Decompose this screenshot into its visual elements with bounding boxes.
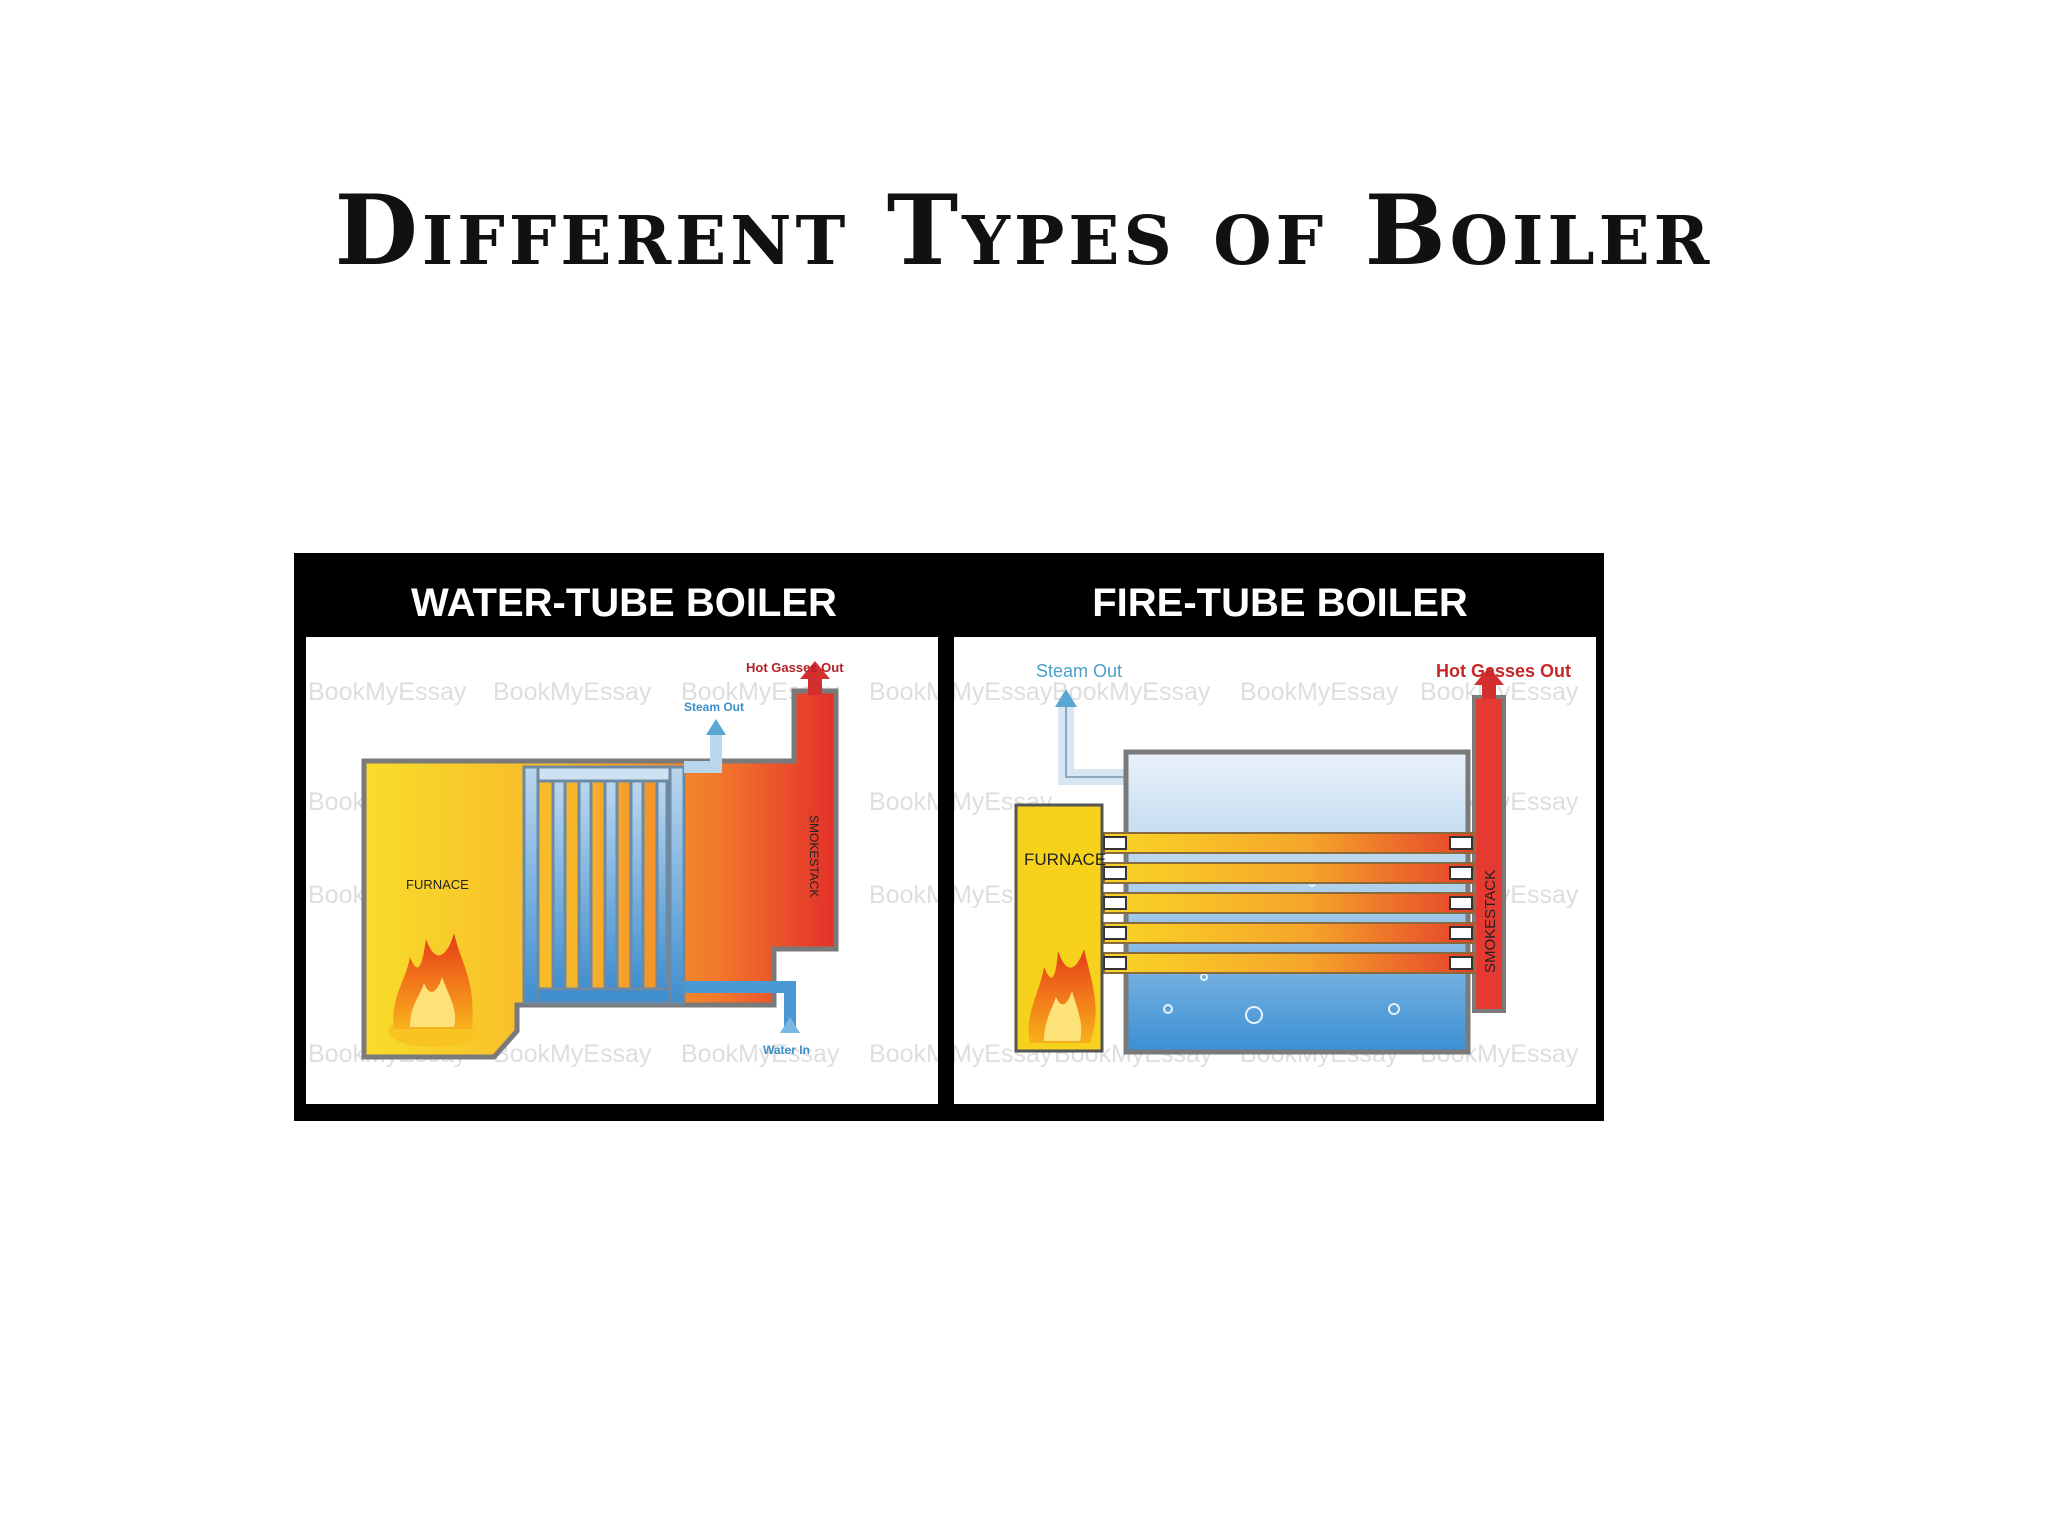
watermark: BookMyEssay	[493, 678, 652, 706]
steam-out-pipe-edge	[1065, 703, 1126, 778]
steam-out-pipe	[1058, 703, 1126, 785]
smokestack	[1472, 695, 1506, 1013]
steam-out-arrow	[706, 719, 726, 735]
smokestack-label: SMOKESTACK	[807, 815, 821, 897]
water-in-arrow	[780, 1017, 800, 1033]
fire-tube	[1103, 892, 1475, 914]
right-header	[668, 765, 686, 1005]
water-tube-boiler-body	[361, 688, 839, 1060]
tube-end-caps	[1103, 836, 1473, 970]
furnace-label: FURNACE	[1024, 850, 1106, 869]
fire-tube	[1103, 832, 1475, 854]
watermark: BookMyEssay	[681, 1040, 840, 1068]
fire-tube	[1103, 862, 1475, 884]
fire-icon	[1028, 949, 1096, 1043]
left-header	[522, 765, 540, 1005]
smokestack-label: SMOKESTACK	[1482, 870, 1499, 973]
fire-icon	[388, 933, 480, 1047]
water-tube	[655, 779, 669, 991]
watermark: BookMyEssay	[869, 788, 938, 816]
fire-tube-diagram: BookMyEssay BookMyEssay BookMyEssay Book…	[954, 661, 1579, 1068]
steam-out-pipe	[684, 733, 722, 773]
fire-tubes	[1103, 832, 1475, 974]
watermark: BookMyEssay	[1240, 678, 1399, 706]
fire-tube	[1103, 952, 1475, 974]
hot-gasses-out-label: Hot Gasses Out	[746, 660, 844, 675]
water-tube-diagram: BookMyEssay BookMyEssay BookMyEssay Book…	[308, 660, 938, 1068]
fire-tube-panel: BookMyEssay BookMyEssay BookMyEssay Book…	[954, 637, 1596, 1104]
water-tube-panel: BookMyEssay BookMyEssay BookMyEssay Book…	[306, 637, 938, 1104]
watermark: BookMyEssay	[954, 678, 1053, 706]
watermark: BookMyEssay	[869, 1040, 938, 1068]
steam-out-label: Steam Out	[684, 700, 744, 714]
water-tube-heading: WATER-TUBE BOILER	[411, 581, 837, 625]
water-tube	[629, 779, 645, 991]
water-tube	[577, 779, 593, 991]
water-drum	[522, 987, 686, 1005]
steam-out-label: Steam Out	[1036, 661, 1122, 681]
furnace-label: FURNACE	[406, 877, 469, 892]
watermark: BookMyEssay	[493, 1040, 652, 1068]
water-in-pipe	[684, 981, 796, 1029]
water-in-label: Water In	[763, 1043, 810, 1057]
furnace	[1014, 803, 1104, 1053]
hot-gasses-out-label: Hot Gasses Out	[1436, 661, 1571, 681]
water-tube	[603, 779, 619, 991]
fire-tube-heading: FIRE-TUBE BOILER	[1092, 581, 1468, 625]
watermark: BookMyEssay	[308, 678, 467, 706]
watermark: BookMyEssay	[1052, 678, 1211, 706]
water-tubes	[551, 779, 669, 991]
fire-tube	[1103, 922, 1475, 944]
steam-drum	[522, 765, 686, 783]
water-tube	[551, 779, 567, 991]
hot-gas-arrow	[800, 661, 830, 695]
slide-title: Different Types of Boiler	[334, 174, 1714, 287]
watermark: BookMyEssay	[869, 881, 938, 909]
watermark: BookMyEssay	[869, 678, 938, 706]
hot-gas-arrow	[1474, 667, 1504, 699]
steam-out-arrow	[1055, 689, 1077, 707]
boiler-comparison-figure: WATER-TUBE BOILER FIRE-TUBE BOILER	[294, 553, 1604, 1121]
